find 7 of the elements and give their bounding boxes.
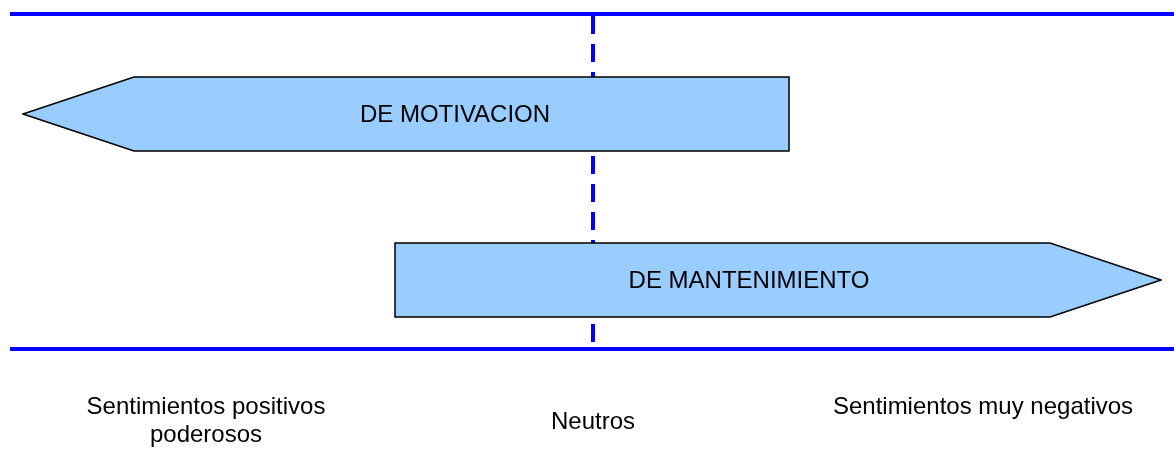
- arrow-band: [22, 76, 790, 152]
- band-label: DE MOTIVACION: [359, 100, 551, 128]
- scale-label: Sentimientos positivos poderosos: [85, 392, 327, 448]
- arrow-band: [394, 242, 1162, 318]
- band-label: DE MANTENIMIENTO: [628, 266, 870, 294]
- scale-label: Neutros: [549, 407, 636, 435]
- scale-label: Sentimientos muy negativos: [831, 392, 1135, 420]
